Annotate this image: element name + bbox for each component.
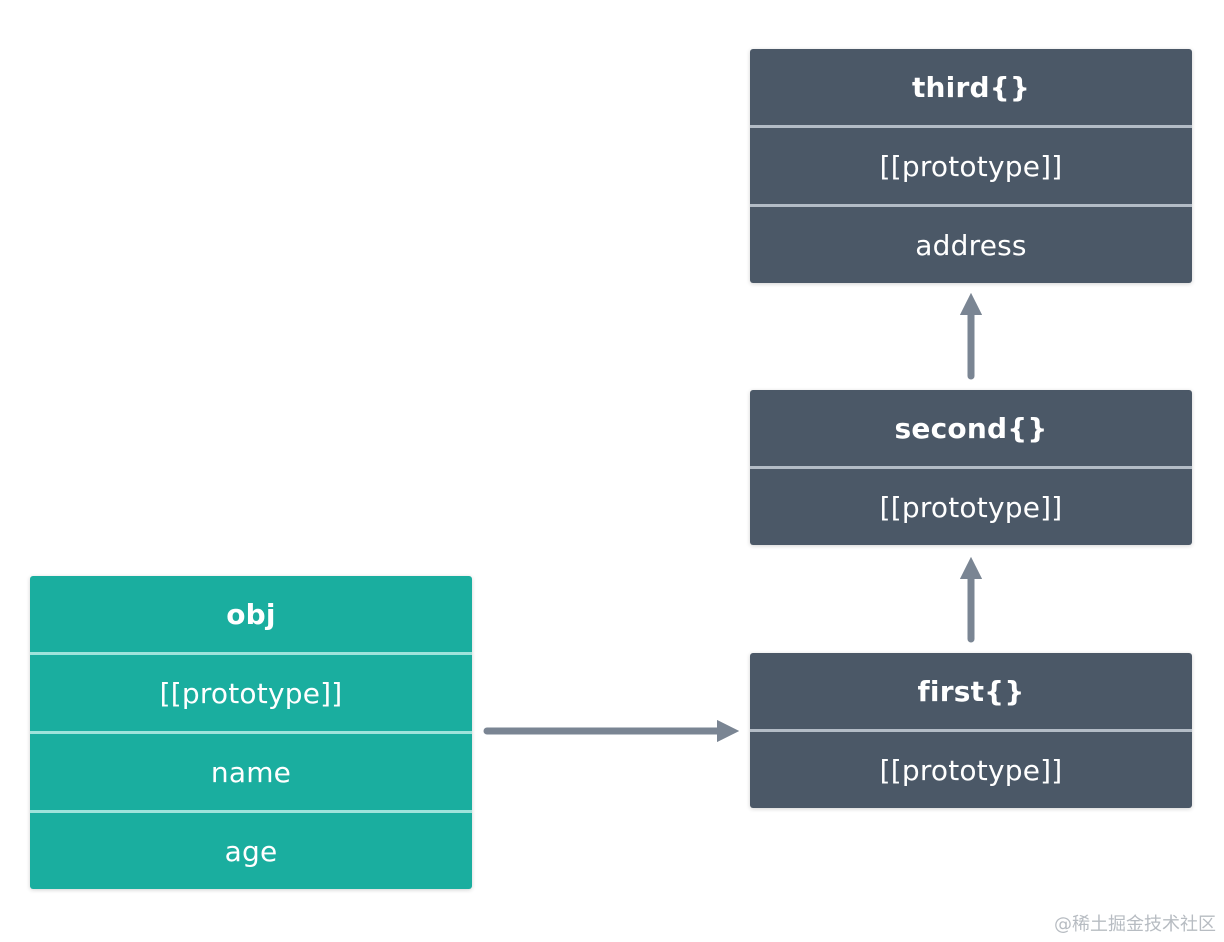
first-title: first{} bbox=[917, 674, 1025, 708]
first-prototype-row: [[prototype]] bbox=[879, 753, 1063, 787]
obj-title: obj bbox=[226, 597, 276, 631]
third-prototype-row: [[prototype]] bbox=[879, 149, 1063, 183]
obj-prototype-row: [[prototype]] bbox=[159, 676, 343, 710]
obj-age-row: age bbox=[224, 834, 278, 868]
third-title: third{} bbox=[911, 70, 1031, 104]
obj-object-box: obj [[prototype]] name age bbox=[30, 576, 472, 889]
divider bbox=[750, 125, 1192, 128]
second-title: second{} bbox=[894, 411, 1048, 445]
divider bbox=[750, 204, 1192, 207]
divider bbox=[30, 731, 472, 734]
divider bbox=[750, 729, 1192, 732]
third-address-row: address bbox=[915, 228, 1027, 262]
watermark: @稀土掘金技术社区 bbox=[1054, 914, 1216, 935]
divider bbox=[750, 466, 1192, 469]
first-object-box: first{} [[prototype]] bbox=[750, 653, 1192, 808]
second-object-box: second{} [[prototype]] bbox=[750, 390, 1192, 545]
second-prototype-row: [[prototype]] bbox=[879, 490, 1063, 524]
obj-name-row: name bbox=[210, 755, 292, 789]
third-object-box: third{} [[prototype]] address bbox=[750, 49, 1192, 283]
divider bbox=[30, 652, 472, 655]
divider bbox=[30, 810, 472, 813]
